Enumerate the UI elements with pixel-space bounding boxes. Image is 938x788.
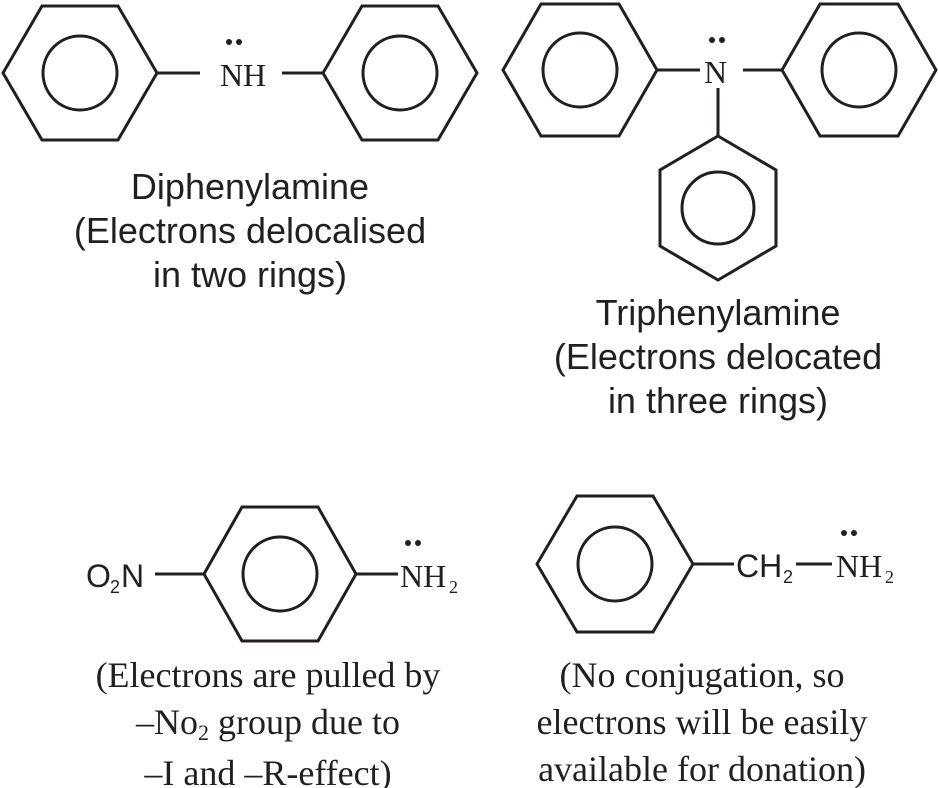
nitrogen-atom: N: [220, 57, 243, 93]
caption-line: in two rings): [152, 254, 348, 295]
caption-fragment: group due to: [209, 702, 400, 742]
benzene-ring: [658, 134, 778, 282]
diphenylamine-structure: N H: [1, 4, 479, 142]
caption-line: (Electrons are pulled by: [95, 655, 441, 695]
benzylamine-structure: CH 2 NH 2: [535, 494, 894, 634]
caption-fragment: –No: [136, 702, 199, 742]
lone-pair-dot: [719, 37, 725, 43]
ring-circle: [41, 34, 119, 112]
caption-line: –I and –R-effect): [144, 753, 392, 788]
lone-pair-dot: [226, 39, 232, 45]
subscript: 2: [449, 577, 458, 597]
caption-line: –No2 group due to: [58, 699, 478, 750]
oxygen-atom: O: [86, 558, 111, 594]
subscript: 2: [783, 567, 793, 587]
benzene-ring: [535, 494, 695, 634]
caption-line: electrons will be easily: [536, 702, 868, 742]
caption-line: in three rings): [607, 380, 829, 421]
subscript: 2: [110, 577, 120, 597]
methylene-group: CH: [736, 548, 782, 584]
diphenylamine-caption: Diphenylamine (Electrons delocalised in …: [40, 165, 460, 297]
lone-pair-dot: [415, 540, 421, 546]
benzene-ring: [321, 4, 479, 142]
ring-circle: [241, 535, 319, 613]
amine-group: NH: [836, 548, 882, 584]
nitroaniline-structure: O 2 N NH 2: [86, 505, 458, 643]
lone-pair-dot: [405, 540, 411, 546]
ring-circle: [361, 34, 439, 112]
lone-pair-dot: [851, 530, 857, 536]
triphenylamine-structure: N: [501, 2, 938, 282]
amine-group: NH: [400, 558, 446, 594]
benzene-ring: [1, 4, 159, 142]
hydrogen-atom: H: [243, 57, 266, 93]
benzene-ring: [501, 2, 659, 138]
ring-circle: [576, 525, 654, 603]
nitroaniline-caption: (Electrons are pulled by –No2 group due …: [58, 652, 478, 788]
nitrogen-atom: N: [704, 54, 727, 90]
triphenylamine-caption: Triphenylamine (Electrons delocated in t…: [508, 291, 928, 423]
ring-circle: [680, 170, 756, 246]
caption-line: Triphenylamine: [595, 292, 841, 333]
caption-line: (Electrons delocalised: [73, 210, 427, 251]
caption-line: Diphenylamine: [130, 166, 370, 207]
caption-subscript: 2: [198, 720, 210, 745]
nitrogen-atom: N: [121, 558, 144, 594]
ring-circle: [541, 31, 619, 109]
caption-line: (Electrons delocated: [553, 336, 883, 377]
benzene-ring: [780, 2, 938, 138]
subscript: 2: [885, 567, 894, 587]
lone-pair-dot: [236, 39, 242, 45]
benzylamine-caption: (No conjugation, so electrons will be ea…: [492, 652, 912, 788]
benzene-ring: [202, 505, 358, 643]
caption-line: available for donation): [538, 749, 866, 788]
caption-line: (No conjugation, so: [559, 655, 845, 695]
lone-pair-dot: [841, 530, 847, 536]
lone-pair-dot: [709, 37, 715, 43]
ring-circle: [820, 31, 898, 109]
